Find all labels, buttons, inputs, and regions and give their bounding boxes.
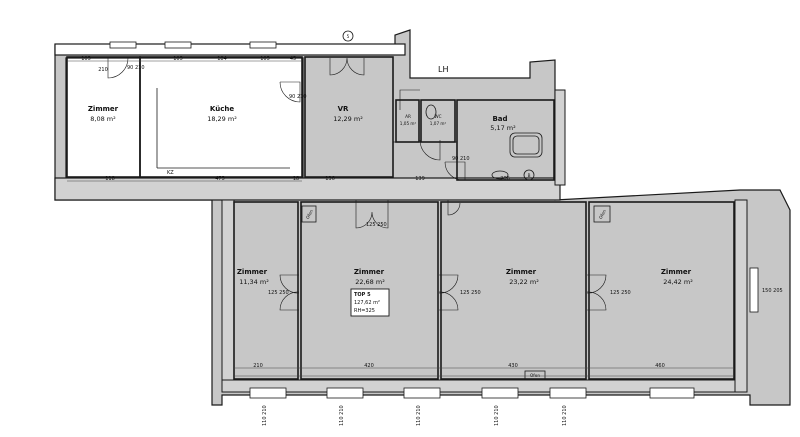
door-dimensions: 125 250 125 250 125 250 125 250 90 210 9… — [127, 65, 631, 296]
room-name-zimmer3: Zimmer — [354, 268, 385, 276]
svg-text:430: 430 — [508, 363, 518, 369]
svg-text:184: 184 — [217, 56, 227, 62]
bath-fixtures: B — [425, 104, 543, 181]
room-name-wc: WC — [434, 114, 441, 119]
room-area-zimmer1: 8,08 m² — [90, 115, 116, 123]
top-unit-height: RH=325 — [354, 308, 375, 314]
mid-dimensions: 118 475 18 136 139 286 — [105, 176, 510, 182]
stove-3 — [524, 370, 546, 381]
top-unit-title: TOP 5 — [354, 292, 371, 298]
bottom-dimensions: 210 420 430 460 — [253, 363, 665, 369]
upper-rooms — [66, 56, 555, 181]
top-dimensions: 105 210 105 184 105 45 — [81, 56, 296, 73]
stair-label: 5 — [347, 34, 350, 39]
svg-text:420: 420 — [364, 363, 374, 369]
room-name-kueche: Küche — [210, 105, 234, 113]
door-swings — [107, 57, 607, 311]
room-area-ar: 1,05 m² — [400, 121, 417, 126]
door-dim-7: 90 210 — [452, 156, 470, 162]
room-area-bad: 5,17 m² — [490, 124, 516, 132]
room-area-zimmer2: 11,34 m² — [239, 278, 269, 286]
door-dim-2: 125 250 — [460, 290, 481, 296]
room-area-zimmer5: 24,42 m² — [663, 278, 693, 286]
svg-text:475: 475 — [215, 176, 225, 182]
door-dim-1: 125 250 — [268, 290, 289, 296]
top-unit-area: 127,62 m² — [354, 300, 380, 306]
room-name-zimmer4: Zimmer — [506, 268, 537, 276]
room-name-vr: VR — [338, 105, 349, 113]
window-dim-5: 110 210 — [562, 405, 568, 426]
svg-text:210: 210 — [98, 67, 108, 73]
stoves: Ofen Ofen Ofen — [301, 205, 611, 381]
room-area-vr: 12,29 m² — [333, 115, 363, 123]
stove-2 — [593, 205, 611, 223]
svg-text:105: 105 — [81, 56, 91, 62]
window-dim-4: 110 210 — [494, 405, 500, 426]
window-dim-6: 150 205 — [762, 288, 783, 294]
svg-text:286: 286 — [500, 176, 510, 182]
svg-text:Ofen: Ofen — [305, 208, 315, 219]
room-labels: Zimmer 8,08 m² Küche 18,29 m² VR 12,29 m… — [88, 105, 693, 286]
lower-rooms — [233, 201, 735, 380]
door-dim-3: 125 250 — [610, 290, 631, 296]
window-dim-2: 110 210 — [339, 405, 345, 426]
svg-text:136: 136 — [325, 176, 335, 182]
dimension-lines — [67, 60, 734, 377]
door-dim-6: 90 210 — [289, 94, 307, 100]
room-name-zimmer5: Zimmer — [661, 268, 692, 276]
stair-marker — [342, 30, 354, 42]
main-walls — [54, 43, 748, 393]
svg-text:105: 105 — [173, 56, 183, 62]
svg-text:Ofen: Ofen — [598, 208, 608, 219]
svg-text:105: 105 — [260, 56, 270, 62]
top-unit-box: TOP 5 127,62 m² RH=325 — [350, 288, 390, 317]
svg-text:18: 18 — [293, 176, 299, 182]
window-dim-3: 110 210 — [416, 405, 422, 426]
door-dim-5: 90 210 — [127, 65, 145, 71]
shaft-marker — [523, 169, 535, 181]
shaft-label: B — [528, 173, 531, 178]
svg-text:Ofen: Ofen — [530, 373, 540, 378]
svg-text:118: 118 — [105, 176, 115, 182]
svg-text:210: 210 — [253, 363, 263, 369]
bottom-windows — [249, 387, 695, 399]
window-dim-1: 110 210 — [262, 405, 268, 426]
window-dimensions: 110 210 110 210 110 210 110 210 110 210 … — [262, 288, 783, 426]
svg-text:460: 460 — [655, 363, 665, 369]
room-name-zimmer2: Zimmer — [237, 268, 268, 276]
svg-text:139: 139 — [415, 176, 425, 182]
kz-label: KZ — [167, 170, 174, 176]
top-windows — [109, 41, 759, 313]
room-name-bad: Bad — [492, 115, 507, 123]
door-dim-4: 125 250 — [366, 222, 387, 228]
room-area-zimmer4: 23,22 m² — [509, 278, 539, 286]
room-name-ar: AR — [405, 114, 411, 119]
room-area-zimmer3: 22,68 m² — [355, 278, 385, 286]
outer-walls — [54, 29, 791, 406]
room-name-zimmer1: Zimmer — [88, 105, 119, 113]
room-area-wc: 1,07 m² — [430, 121, 447, 126]
svg-text:45: 45 — [290, 56, 296, 62]
room-area-kueche: 18,29 m² — [207, 115, 237, 123]
stove-1 — [301, 205, 317, 223]
lh-label: LH — [438, 65, 448, 74]
